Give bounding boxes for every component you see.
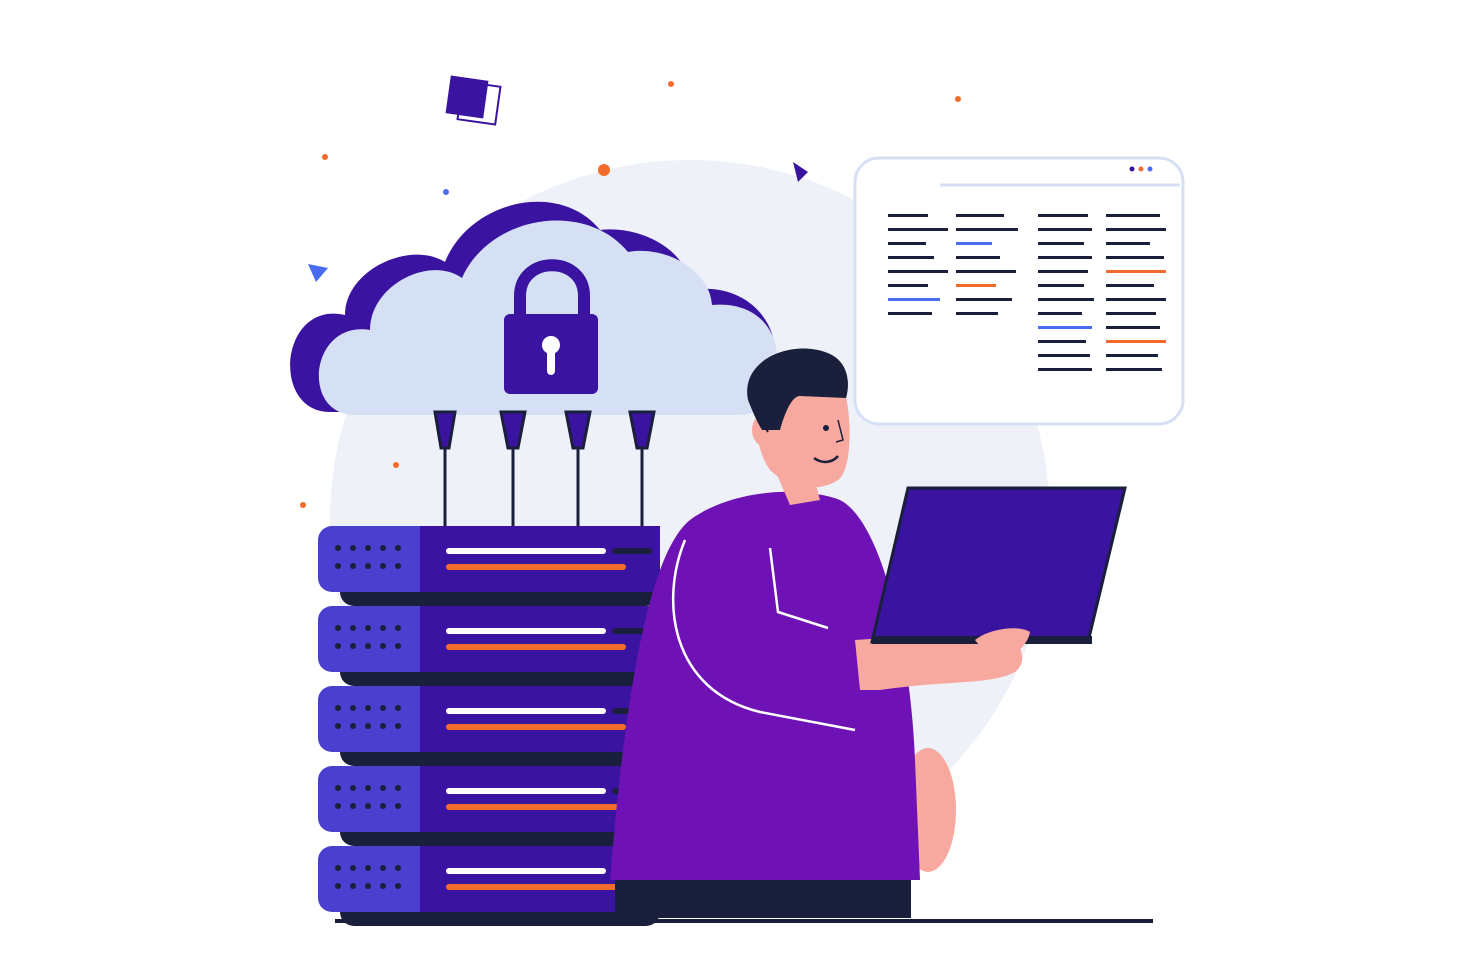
code-line — [1106, 270, 1166, 273]
code-line — [1106, 340, 1166, 343]
code-line — [1038, 242, 1084, 245]
code-line — [1106, 284, 1154, 287]
code-line — [1106, 368, 1162, 371]
code-line — [888, 284, 928, 287]
code-line — [1106, 354, 1158, 357]
code-line — [1106, 298, 1166, 301]
laptop-icon — [870, 486, 1127, 644]
hand — [975, 628, 1030, 665]
confetti-dot — [322, 154, 328, 160]
code-line — [1106, 326, 1160, 329]
code-line — [956, 270, 1016, 273]
code-line — [1038, 354, 1090, 357]
code-line — [1106, 228, 1166, 231]
code-line — [888, 256, 934, 259]
confetti-dot — [300, 502, 306, 508]
server-unit — [318, 766, 660, 846]
server-unit — [318, 526, 660, 606]
code-line — [956, 298, 1012, 301]
code-line — [1038, 256, 1092, 259]
code-line — [1106, 242, 1150, 245]
confetti — [300, 75, 961, 508]
code-line — [1038, 270, 1088, 273]
code-line — [888, 312, 932, 315]
confetti-triangle — [308, 264, 328, 282]
code-line — [1038, 214, 1088, 217]
code-line — [956, 228, 1018, 231]
confetti-dot — [393, 462, 399, 468]
confetti-dot — [598, 164, 610, 176]
code-line — [956, 214, 1004, 217]
confetti-dot — [668, 81, 674, 87]
code-line — [888, 242, 926, 245]
code-line — [956, 312, 998, 315]
code-line — [1038, 340, 1086, 343]
confetti-triangle — [793, 162, 808, 182]
code-line — [888, 214, 928, 217]
code-line — [956, 242, 992, 245]
code-line — [888, 228, 948, 231]
code-line — [888, 298, 940, 301]
floating-cube — [445, 75, 489, 119]
code-window-icon — [853, 156, 1185, 426]
person — [610, 348, 1023, 918]
server-unit — [318, 686, 660, 766]
code-line — [1038, 284, 1084, 287]
code-line — [1106, 256, 1164, 259]
confetti-dot — [443, 189, 449, 195]
confetti-dot — [955, 96, 961, 102]
code-line — [1038, 298, 1094, 301]
code-line — [1106, 214, 1160, 217]
server-unit — [318, 606, 660, 686]
code-line — [1106, 312, 1156, 315]
code-line — [1038, 326, 1092, 329]
code-line — [1038, 368, 1092, 371]
code-line — [956, 256, 1000, 259]
code-lines — [888, 214, 1166, 371]
code-line — [1038, 312, 1082, 315]
code-line — [1038, 228, 1092, 231]
code-window — [853, 156, 1185, 426]
server-unit — [318, 846, 660, 926]
code-line — [888, 270, 948, 273]
padlock-icon — [504, 259, 598, 394]
code-line — [956, 284, 996, 287]
cloud-connectors — [433, 410, 656, 530]
server-rack-icon — [318, 526, 660, 926]
